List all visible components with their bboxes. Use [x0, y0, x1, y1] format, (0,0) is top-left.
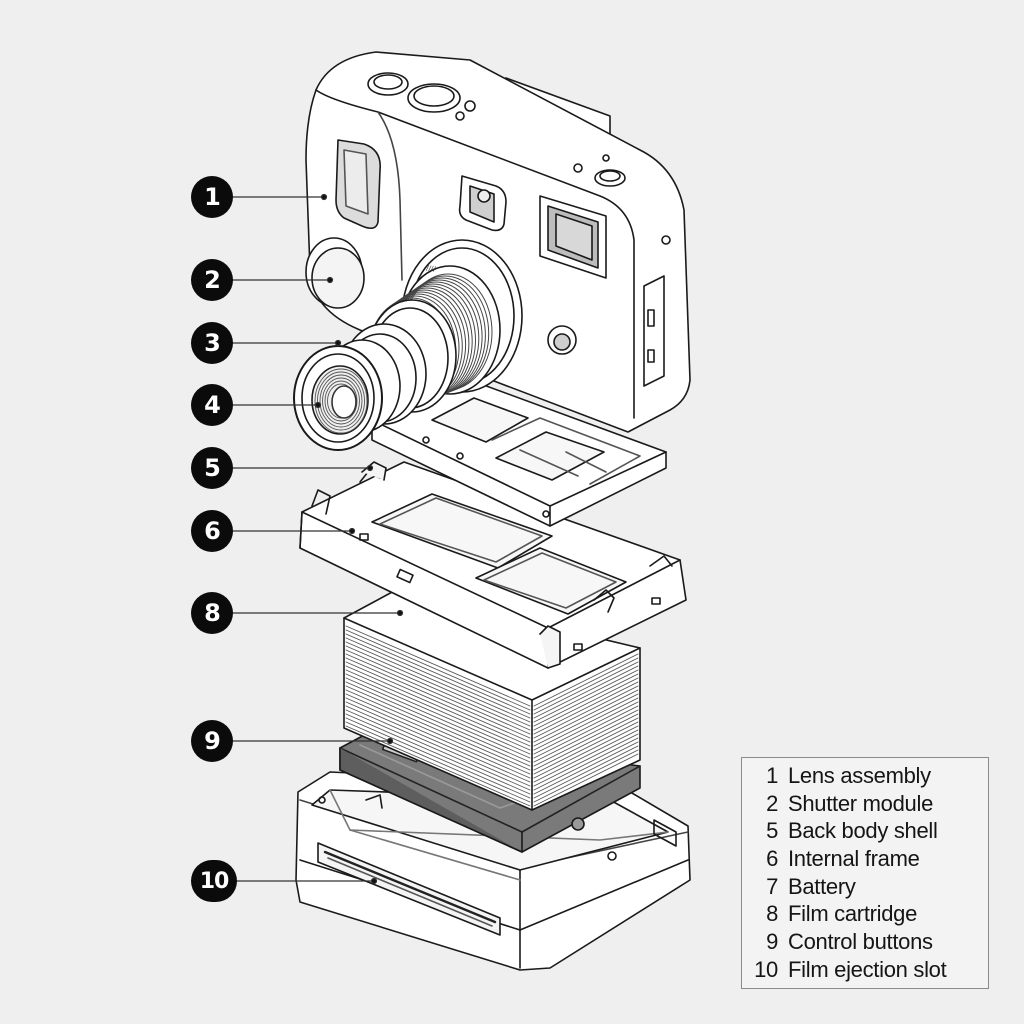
legend-number: 8 — [766, 901, 778, 927]
legend-box: 1 Lens assembly 2 Shutter module 5 Back bod… — [741, 757, 989, 989]
callout-8: 8 — [191, 592, 233, 634]
legend-item: 10 Film ejection slot — [742, 956, 988, 984]
leader-lines — [231, 193, 404, 885]
callout-4: 4 — [191, 384, 233, 426]
legend-item: 5 Back body shell — [742, 817, 988, 845]
callout-3: 3 — [191, 322, 233, 364]
callout-1: 1 — [191, 176, 233, 218]
legend-number: 7 — [766, 873, 778, 899]
legend-label: Battery — [788, 873, 856, 899]
legend-label: Shutter module — [788, 790, 933, 816]
legend-label: Lens assembly — [788, 762, 931, 788]
callout-6: 6 — [191, 510, 233, 552]
legend-number: 2 — [766, 790, 778, 816]
legend-number: 6 — [766, 845, 778, 871]
legend-item: 2 Shutter module — [742, 790, 988, 818]
lens-assembly: //// — [293, 264, 501, 451]
legend-label: Film ejection slot — [788, 956, 947, 982]
legend-label: Back body shell — [788, 818, 938, 844]
callout-2: 2 — [191, 259, 233, 301]
callout-10: 10 — [191, 860, 237, 902]
legend-label: Film cartridge — [788, 901, 918, 927]
legend-label: Internal frame — [788, 845, 920, 871]
callout-9: 9 — [191, 720, 233, 762]
callout-5: 5 — [191, 447, 233, 489]
legend-item: 9 Control buttons — [742, 928, 988, 956]
legend-item: 6 Internal frame — [742, 845, 988, 873]
legend-number: 9 — [766, 928, 778, 954]
internal-frame — [299, 461, 687, 669]
legend-item: 8 Film cartridge — [742, 900, 988, 928]
svg-text:////: //// — [426, 264, 437, 273]
legend-item: 1 Lens assembly — [742, 762, 988, 790]
legend-label: Control buttons — [788, 928, 933, 954]
legend-number: 5 — [766, 818, 778, 844]
legend-item: 7 Battery — [742, 873, 988, 901]
legend-number: 10 — [754, 956, 778, 982]
back-plate — [361, 379, 667, 527]
legend-number: 1 — [766, 762, 778, 788]
